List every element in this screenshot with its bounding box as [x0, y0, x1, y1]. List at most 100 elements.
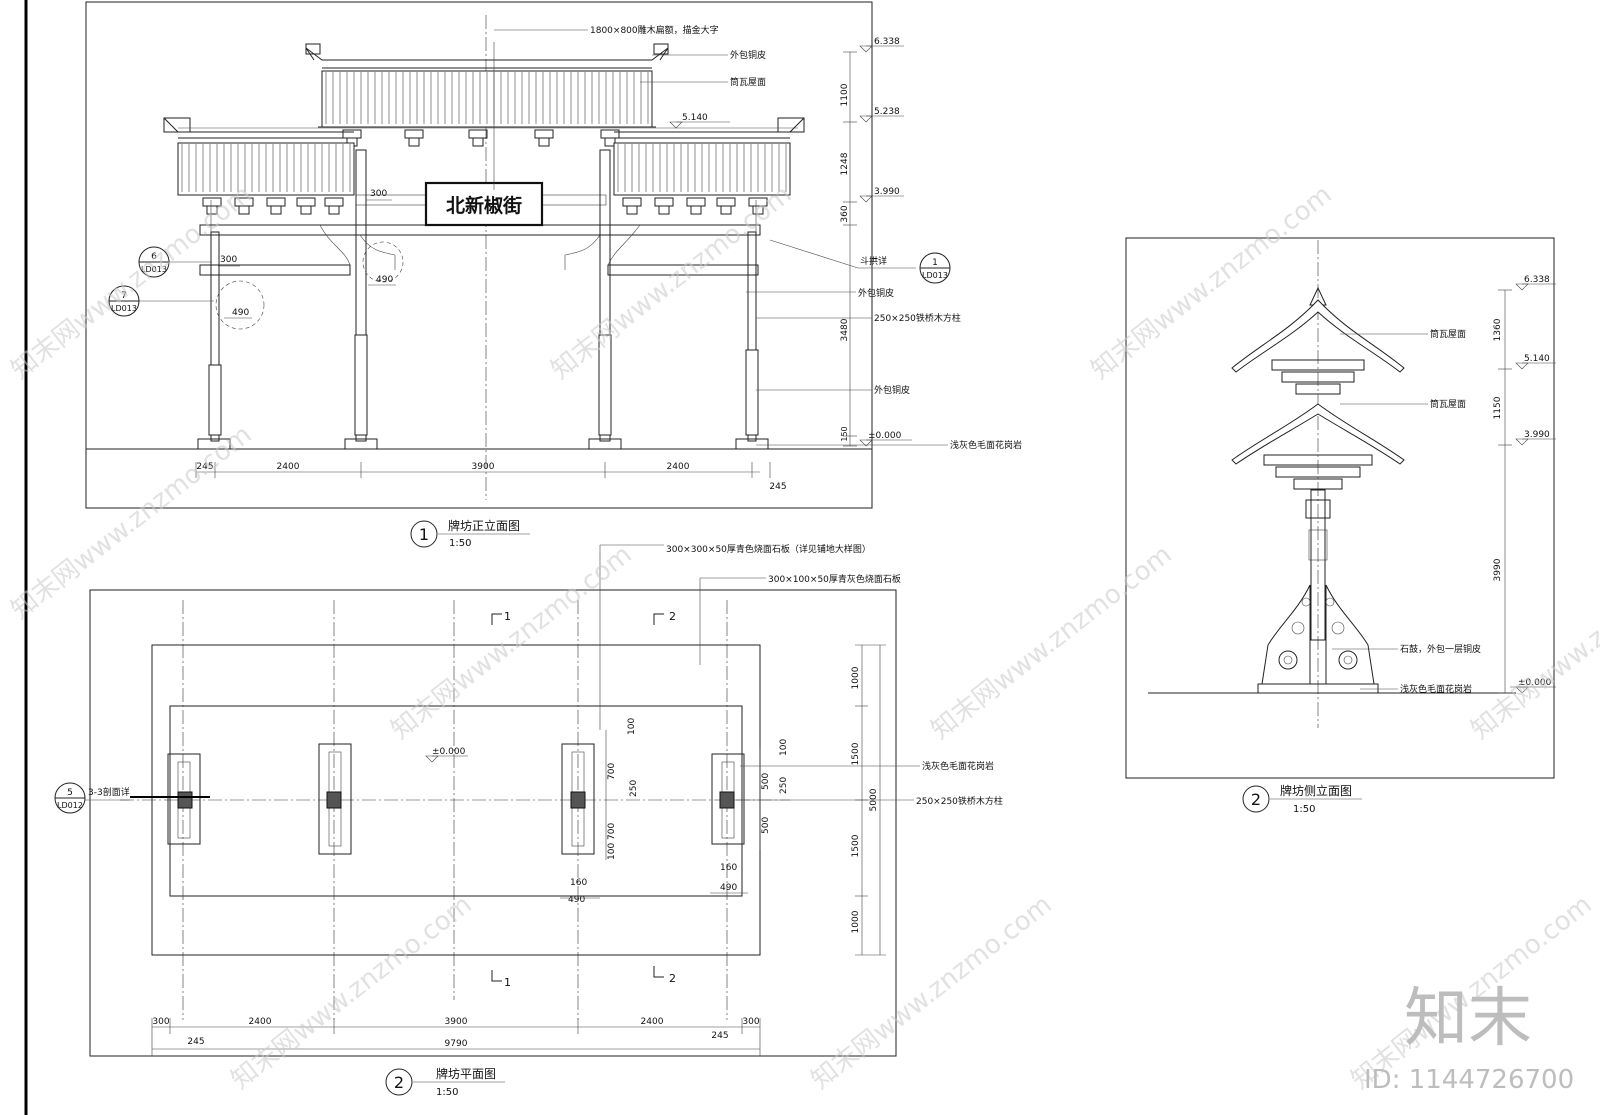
plan-level: ±0.000 — [432, 747, 466, 757]
svg-text:LD013: LD013 — [111, 304, 137, 313]
svg-text:3-3剖面详: 3-3剖面详 — [88, 786, 130, 798]
detail-ref-7: 7 LD013 — [108, 285, 214, 317]
section-marks: 1 2 1 2 — [491, 610, 676, 989]
svg-text:知末网www.znzmo.com: 知末网www.znzmo.com — [1086, 180, 1338, 386]
svg-text:1150: 1150 — [1493, 396, 1503, 419]
svg-text:知末网www.znzmo.com: 知末网www.znzmo.com — [546, 180, 798, 386]
svg-text:1100: 1100 — [840, 83, 850, 106]
plan-frame — [89, 589, 897, 1057]
section-ref-5: 5 LD012 3-3剖面详 — [54, 782, 130, 814]
front-elevation: 北新椒街 1800×800雕木扁额，描金大字 外包铜皮 筒瓦 — [85, 1, 1022, 549]
svg-text:5: 5 — [67, 788, 73, 798]
main-beam — [199, 224, 761, 236]
upper-roof — [305, 43, 669, 147]
svg-text:3900: 3900 — [445, 1017, 468, 1027]
svg-text:250: 250 — [779, 777, 789, 794]
side-drum-note: 石鼓，外包一层铜皮 — [1400, 643, 1481, 655]
brand-logo: 知末 — [1404, 982, 1532, 1056]
svg-text:490: 490 — [376, 275, 393, 285]
svg-text:±0.000: ±0.000 — [868, 431, 902, 441]
svg-text:1:50: 1:50 — [436, 1087, 458, 1098]
front-vertical-dims: 1100 1248 360 3480 150 — [840, 51, 857, 447]
svg-text:1: 1 — [419, 525, 429, 544]
svg-text:2: 2 — [1251, 790, 1261, 809]
svg-text:6.338: 6.338 — [1524, 275, 1550, 285]
plan-column-note: 250×250铁桥木方柱 — [916, 795, 1003, 807]
svg-text:300: 300 — [370, 189, 387, 199]
granite-note: 浅灰色毛面花岗岩 — [950, 439, 1022, 451]
front-horizontal-dims: 245 2400 3900 2400 245 — [195, 462, 787, 492]
tile-roof-note: 筒瓦屋面 — [730, 76, 766, 88]
side-roof2-note: 筒瓦屋面 — [1430, 398, 1466, 410]
plan-title: 2 牌坊平面图 1:50 — [385, 1066, 505, 1098]
copper-note-1: 外包铜皮 — [730, 49, 766, 61]
svg-text:300: 300 — [742, 1017, 759, 1027]
svg-text:±0.000: ±0.000 — [1518, 678, 1552, 688]
svg-text:牌坊正立面图: 牌坊正立面图 — [448, 518, 520, 533]
plan-bottom-dims: 300 2400 3900 2400 300 245 245 9790 — [151, 1017, 761, 1056]
svg-text:知末网www.znzmo.com: 知末网www.znzmo.com — [6, 420, 258, 626]
right-lower-beam — [607, 264, 759, 276]
plan-right-dims: 1000 1500 1500 1000 5000 — [851, 644, 886, 956]
svg-text:5.140: 5.140 — [682, 113, 708, 123]
svg-text:3.990: 3.990 — [874, 187, 900, 197]
svg-text:100: 100 — [627, 718, 637, 735]
svg-text:490: 490 — [568, 895, 585, 905]
svg-text:知末网www.znzmo.com: 知末网www.znzmo.com — [926, 540, 1178, 746]
front-columns — [197, 149, 769, 450]
svg-text:100: 100 — [779, 739, 789, 756]
svg-text:6: 6 — [151, 252, 157, 262]
svg-text:100: 100 — [607, 843, 617, 860]
svg-text:2400: 2400 — [277, 462, 300, 472]
svg-text:3.990: 3.990 — [1524, 430, 1550, 440]
svg-text:知末网www.znzmo.com: 知末网www.znzmo.com — [1466, 540, 1600, 746]
copper-note-2: 外包铜皮 — [858, 287, 894, 299]
svg-text:1500: 1500 — [851, 834, 861, 857]
detail-circle-1 — [362, 241, 404, 283]
svg-text:500: 500 — [761, 817, 771, 834]
svg-text:160: 160 — [570, 878, 587, 888]
detail-ref-1: 1 LD013 — [919, 252, 951, 284]
front-elevation-markers: 6.338 5.238 5.140 3.990 ±0.000 — [669, 37, 912, 447]
svg-text:1: 1 — [932, 258, 938, 268]
front-elevation-title: 1 牌坊正立面图 1:50 — [410, 518, 530, 549]
side-elevation-title: 2 牌坊侧立面图 1:50 — [1242, 783, 1362, 815]
side-roof1-note: 筒瓦屋面 — [1430, 328, 1466, 340]
svg-text:牌坊侧立面图: 牌坊侧立面图 — [1280, 783, 1352, 798]
svg-text:300: 300 — [152, 1017, 169, 1027]
side-brackets-upper — [1263, 359, 1373, 490]
sign-board — [424, 181, 544, 227]
plan-tile2-note: 300×100×50厚青灰色烧面石板 — [768, 573, 901, 585]
svg-text:1500: 1500 — [851, 742, 861, 765]
copper-note-3: 外包铜皮 — [874, 384, 910, 396]
side-elevation-frame — [1125, 237, 1555, 779]
svg-text:3990: 3990 — [1493, 558, 1503, 581]
side-granite-note: 浅灰色毛面花岗岩 — [1400, 683, 1472, 695]
svg-text:LD012: LD012 — [57, 801, 83, 810]
svg-text:500: 500 — [761, 773, 771, 790]
svg-text:245: 245 — [769, 482, 786, 492]
svg-text:LD013: LD013 — [141, 265, 167, 274]
svg-text:2400: 2400 — [249, 1017, 272, 1027]
plan-inner-dims: 100 700 250 700 100 100 500 250 500 160 … — [560, 718, 789, 905]
svg-text:160: 160 — [720, 863, 737, 873]
sign-text: 北新椒街 — [446, 194, 522, 217]
svg-text:1: 1 — [504, 610, 511, 623]
svg-text:2: 2 — [669, 972, 676, 985]
svg-text:300: 300 — [220, 255, 237, 265]
svg-text:牌坊平面图: 牌坊平面图 — [436, 1066, 496, 1081]
svg-text:5.140: 5.140 — [1524, 354, 1550, 364]
detail-circle-2 — [215, 280, 265, 330]
side-elevation: 筒瓦屋面 筒瓦屋面 石鼓，外包一层铜皮 浅灰色毛面花岗岩 1360 1150 3… — [1125, 237, 1556, 815]
svg-text:1000: 1000 — [851, 666, 861, 689]
side-bracket-row — [202, 197, 768, 215]
detail-ref-6: 6 LD013 — [138, 246, 212, 278]
svg-text:7: 7 — [121, 291, 127, 301]
svg-text:360: 360 — [840, 205, 850, 222]
svg-text:700: 700 — [607, 823, 617, 840]
plan-tile1-note: 300×300×50厚青色烧面石板（详见铺地大样图） — [666, 543, 871, 555]
svg-text:1360: 1360 — [1493, 318, 1503, 341]
svg-text:250: 250 — [629, 780, 639, 797]
svg-text:1248: 1248 — [840, 152, 850, 175]
